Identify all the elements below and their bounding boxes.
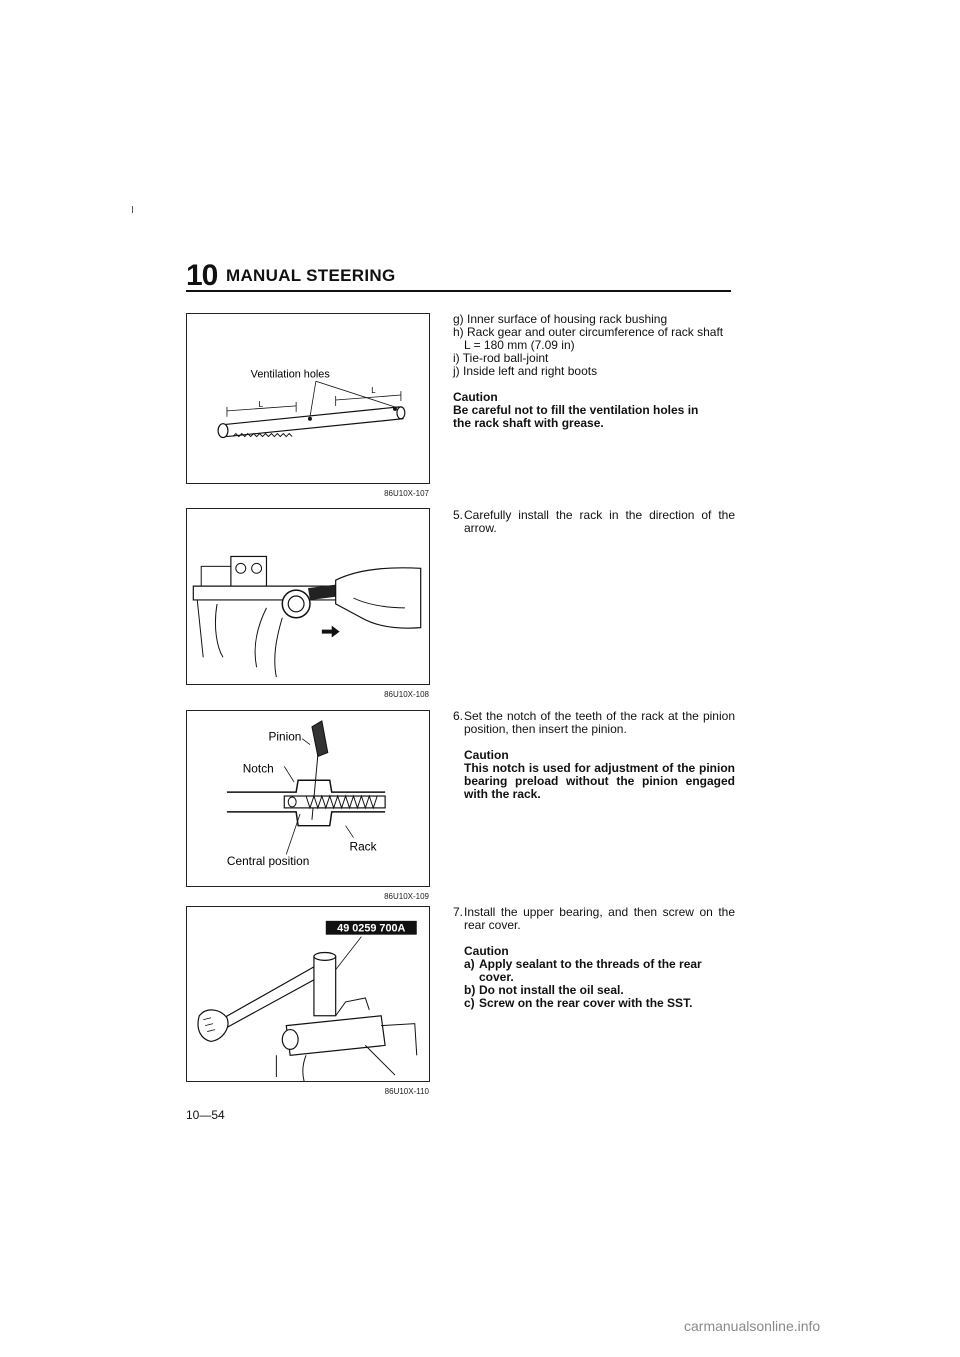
label-central-position: Central position <box>227 854 309 868</box>
step-text: Set the notch of the teeth of the rack a… <box>464 709 735 736</box>
step-7: 7. Install the upper bearing, and then s… <box>453 906 735 1010</box>
figure-rear-cover-sst: 49 0259 700A 86U10X-110 <box>186 906 430 1096</box>
sst-label-box <box>325 920 417 935</box>
figure-code: 86U10X-107 <box>384 489 429 498</box>
figure-install-rack: 86U10X-108 <box>186 508 430 699</box>
step-number: 6. <box>453 709 464 723</box>
pinion-notch-illustration: Pinion Notch Rack Central position <box>227 720 386 868</box>
text-block-grease-points: g) Inner surface of housing rack bushing… <box>453 313 735 430</box>
caution-line-1: Be careful not to fill the ventilation h… <box>453 403 699 417</box>
caution-item-b: b) Do not install the oil seal. <box>464 983 624 997</box>
step-text: Install the upper bearing, and then scre… <box>464 905 735 932</box>
rack-shaft-illustration: Ventilation holes L L <box>217 368 406 439</box>
footer-watermark: carmanualsonline.info <box>684 1318 821 1334</box>
step-5: 5. Carefully install the rack in the dir… <box>453 509 735 535</box>
figure-ventilation-holes: Ventilation holes L L 86U10X-107 <box>186 313 430 498</box>
step-number: 5. <box>453 508 464 522</box>
chapter-title: MANUAL STEERING <box>226 266 396 285</box>
figure-code: 86U10X-109 <box>384 892 429 901</box>
item-g: g) Inner surface of housing rack bushing <box>453 312 668 326</box>
label-l-left: L <box>259 400 264 409</box>
step-6: 6. Set the notch of the teeth of the rac… <box>453 710 735 801</box>
item-i: i) Tie-rod ball-joint <box>453 351 549 365</box>
page-number: 10—54 <box>186 1108 225 1122</box>
caution-item-a: a) Apply sealant to the threads of the r… <box>464 957 702 984</box>
figure-code: 86U10X-110 <box>384 1087 429 1096</box>
label-notch: Notch <box>243 761 274 775</box>
step-number: 7. <box>453 905 464 919</box>
caution-title: Caution <box>464 944 509 958</box>
item-h: h) Rack gear and outer circumference of … <box>453 325 724 339</box>
label-l-right: L <box>371 386 376 395</box>
figure-code: 86U10X-108 <box>384 690 429 699</box>
direction-arrow-icon <box>321 625 340 638</box>
caution-item-c: c) Screw on the rear cover with the SST. <box>464 996 693 1010</box>
chapter-number: 10 <box>186 259 218 292</box>
item-h-spec: L = 180 mm (7.09 in) <box>464 338 575 352</box>
caution-line-2: the rack shaft with grease. <box>453 416 604 430</box>
margin-tick <box>132 206 133 213</box>
install-rack-illustration <box>192 555 422 678</box>
label-rack: Rack <box>350 839 377 853</box>
rear-cover-illustration: 49 0259 700A <box>197 920 418 1081</box>
label-pinion: Pinion <box>268 730 301 744</box>
label-ventilation-holes: Ventilation holes <box>251 368 331 380</box>
caution-text: This notch is used for adjustment of the… <box>464 761 735 801</box>
step-text: Carefully install the rack in the direct… <box>464 508 735 535</box>
caution-title: Caution <box>453 390 498 404</box>
figure-pinion-notch: Pinion Notch Rack Central position 86U10… <box>186 710 430 901</box>
header-rule <box>186 290 731 292</box>
caution-title: Caution <box>464 748 509 762</box>
label-sst-number: 49 0259 700A <box>337 923 405 935</box>
item-j: j) Inside left and right boots <box>453 364 598 378</box>
